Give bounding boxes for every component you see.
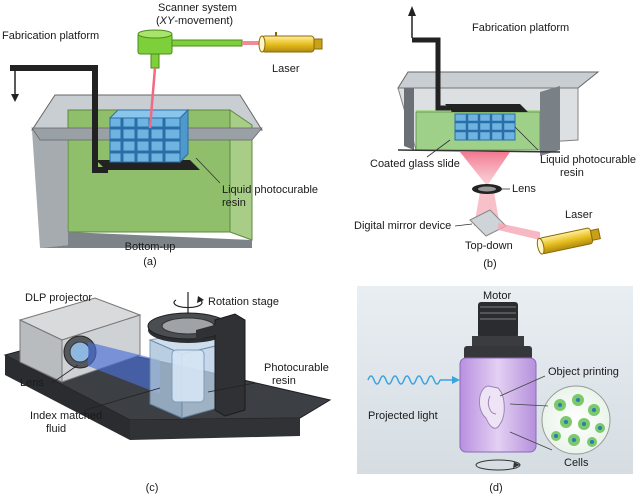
label-top-down: Top-down — [465, 240, 513, 252]
label-object-printing: Object printing — [548, 366, 619, 378]
label-c-resin-2: resin — [272, 375, 296, 387]
label-rotation-stage: Rotation stage — [208, 296, 279, 308]
label-a-fabrication-platform: Fabrication platform — [2, 30, 100, 42]
panel-b-illustration — [397, 6, 601, 255]
label-index-fluid-1: Index matched — [30, 410, 103, 422]
caption-b: (b) — [483, 258, 497, 270]
panel-d-wave — [367, 375, 441, 385]
label-c-lens: Lens — [20, 377, 44, 389]
label-scanner-system: Scanner system — [158, 2, 237, 14]
label-index-fluid-2: fluid — [46, 423, 67, 435]
label-scanner-paren: ( — [156, 15, 160, 27]
panel-b-laser — [536, 227, 601, 255]
panel-d-illustration — [357, 286, 633, 474]
caption-c: (c) — [145, 482, 159, 494]
label-projected-light: Projected light — [368, 410, 438, 422]
panel-a-laser — [258, 32, 323, 53]
label-scanner-rest: -movement) — [174, 15, 234, 27]
label-b-laser: Laser — [565, 209, 593, 221]
panel-d-cells — [541, 385, 611, 455]
caption-a: (a) — [143, 256, 157, 268]
label-b-fabrication-platform: Fabrication platform — [472, 22, 570, 34]
panel-d-motor — [472, 302, 524, 346]
label-scanner-movement: (XY-movement) — [156, 15, 233, 27]
label-cells: Cells — [564, 457, 589, 469]
panel-a-scanner — [137, 29, 243, 69]
label-b-resin-1: Liquid photocurable — [540, 154, 637, 166]
panel-c-illustration — [3, 292, 332, 440]
label-mirror-device: Digital mirror device — [354, 220, 452, 232]
label-coated-glass: Coated glass slide — [370, 158, 460, 170]
label-bottom-up: Bottom-up — [124, 241, 176, 253]
label-b-resin-2: resin — [560, 167, 584, 179]
panel-b-lattice — [454, 113, 516, 141]
label-a-resin-2: resin — [222, 197, 246, 209]
panel-a-illustration — [10, 29, 323, 248]
label-a-laser: Laser — [272, 63, 300, 75]
panel-a-lattice — [108, 108, 190, 164]
label-b-lens: Lens — [512, 183, 536, 195]
label-dlp-projector: DLP projector — [25, 292, 93, 304]
label-scanner-xy: XY — [159, 15, 175, 27]
panel-b-lens — [472, 184, 502, 194]
panel-d-vial — [459, 346, 537, 453]
label-motor: Motor — [483, 290, 512, 302]
label-a-resin-1: Liquid photocurable — [222, 184, 319, 196]
caption-d: (d) — [489, 482, 503, 494]
label-c-resin-1: Photocurable — [264, 362, 329, 374]
